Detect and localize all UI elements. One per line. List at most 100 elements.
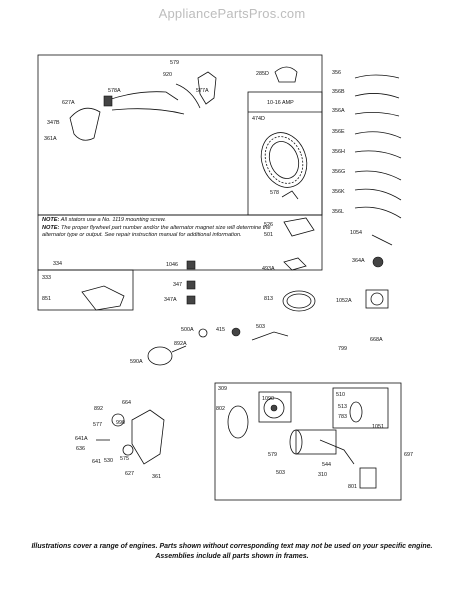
label-526: 526 (264, 222, 273, 228)
label-668A: 668A (370, 337, 383, 343)
label-1054: 1054 (350, 230, 362, 236)
note-text-1: All stators use a No. 1119 mounting scre… (60, 217, 166, 223)
label-920: 920 (163, 72, 172, 78)
label-590A: 590A (130, 359, 143, 365)
wire-578 (281, 190, 299, 200)
label-356A: 356A (332, 108, 345, 114)
label-813: 813 (264, 296, 273, 302)
harness-578A (103, 91, 185, 115)
label-347A: 347A (164, 297, 177, 303)
watermark: AppliancePartsPros.com (158, 6, 306, 21)
starter-motor (227, 401, 377, 489)
rod-503 (251, 331, 289, 341)
label-503-upper: 503 (256, 324, 265, 330)
frame-top-left (37, 54, 323, 216)
label-334: 334 (53, 261, 62, 267)
label-799: 799 (338, 346, 347, 352)
switches-1046 (186, 260, 196, 305)
footer-line-2: Assemblies include all parts shown in fr… (155, 553, 309, 560)
stator-note-2: NOTE: The proper flywheel part number an… (42, 225, 272, 239)
label-285D: 285D (256, 71, 269, 77)
label-500A: 500A (181, 327, 194, 333)
label-503-lower: 503 (276, 470, 285, 476)
label-578: 578 (270, 190, 279, 196)
label-364A: 364A (352, 258, 365, 264)
note-text-2: The proper flywheel part number and/or t… (42, 225, 271, 238)
bracket-627A (69, 107, 101, 141)
label-530: 530 (104, 458, 113, 464)
label-356H: 356H (332, 149, 345, 155)
label-641A: 641A (75, 436, 88, 442)
frame-amp (247, 91, 323, 216)
stator-474D (260, 132, 308, 188)
alternator-bracket-577A (175, 71, 217, 109)
label-510: 510 (336, 392, 345, 398)
label-783: 783 (338, 414, 347, 420)
clip-285D (274, 66, 298, 83)
label-575: 575 (120, 456, 129, 462)
wire-1054 (371, 234, 393, 246)
starter-solenoid-1052A (365, 289, 389, 309)
module-851 (81, 285, 125, 311)
label-474D: 474D (252, 116, 265, 122)
label-577: 577 (93, 422, 102, 428)
label-501: 501 (264, 232, 273, 238)
note-tag-2: NOTE: (42, 225, 60, 231)
label-641: 641 (92, 459, 101, 465)
label-356L: 356L (332, 209, 344, 215)
bracket-493A (283, 257, 307, 271)
label-361A: 361A (44, 136, 57, 142)
stator-note-1: NOTE: All stators use a No. 1119 mountin… (42, 217, 318, 224)
label-347: 347 (173, 282, 182, 288)
label-544: 544 (322, 462, 331, 468)
frame-309 (214, 382, 402, 501)
label-310: 310 (318, 472, 327, 478)
label-309: 309 (218, 386, 227, 392)
label-579-lower: 579 (268, 452, 277, 458)
label-636: 636 (76, 446, 85, 452)
label-1046: 1046 (166, 262, 178, 268)
label-577A: 577A (196, 88, 209, 94)
label-356B: 356B (332, 89, 345, 95)
label-356G: 356G (332, 169, 345, 175)
label-356E: 356E (332, 129, 345, 135)
note-tag-1: NOTE: (42, 217, 60, 223)
label-801: 801 (348, 484, 357, 490)
label-990: 990 (116, 420, 125, 426)
label-892A: 892A (174, 341, 187, 347)
frame-333 (37, 269, 134, 311)
frame-stator-notes (37, 214, 323, 271)
label-356K: 356K (332, 189, 345, 195)
wire-set-356 (354, 74, 402, 219)
parts-500A-415 (198, 327, 241, 338)
label-493A: 493A (262, 266, 275, 272)
label-697: 697 (404, 452, 413, 458)
label-851: 851 (42, 296, 51, 302)
label-664: 664 (122, 400, 131, 406)
label-513: 513 (338, 404, 347, 410)
gear-1090 (263, 397, 285, 419)
label-1052A: 1052A (336, 298, 352, 304)
solenoid-364A (372, 256, 384, 268)
label-361: 361 (152, 474, 161, 480)
frame-1090 (258, 391, 292, 423)
switch-590A (147, 345, 187, 366)
label-10-16-amp: 10-16 AMP (267, 100, 294, 106)
label-1051: 1051 (372, 424, 384, 430)
alternator-assembly-lower (96, 409, 165, 465)
clamp-813 (282, 290, 316, 312)
label-802: 802 (216, 406, 225, 412)
label-356: 356 (332, 70, 341, 76)
label-627A: 627A (62, 100, 75, 106)
label-347B: 347B (47, 120, 60, 126)
rectifier-526 (283, 217, 315, 237)
label-578A: 578A (108, 88, 121, 94)
label-415: 415 (216, 327, 225, 333)
frame-510 (332, 387, 389, 429)
label-627: 627 (125, 471, 134, 477)
label-333: 333 (42, 275, 51, 281)
footer-line-1: Illustrations cover a range of engines. … (31, 543, 433, 550)
label-1090: 1090 (262, 396, 274, 402)
label-579: 579 (170, 60, 179, 66)
